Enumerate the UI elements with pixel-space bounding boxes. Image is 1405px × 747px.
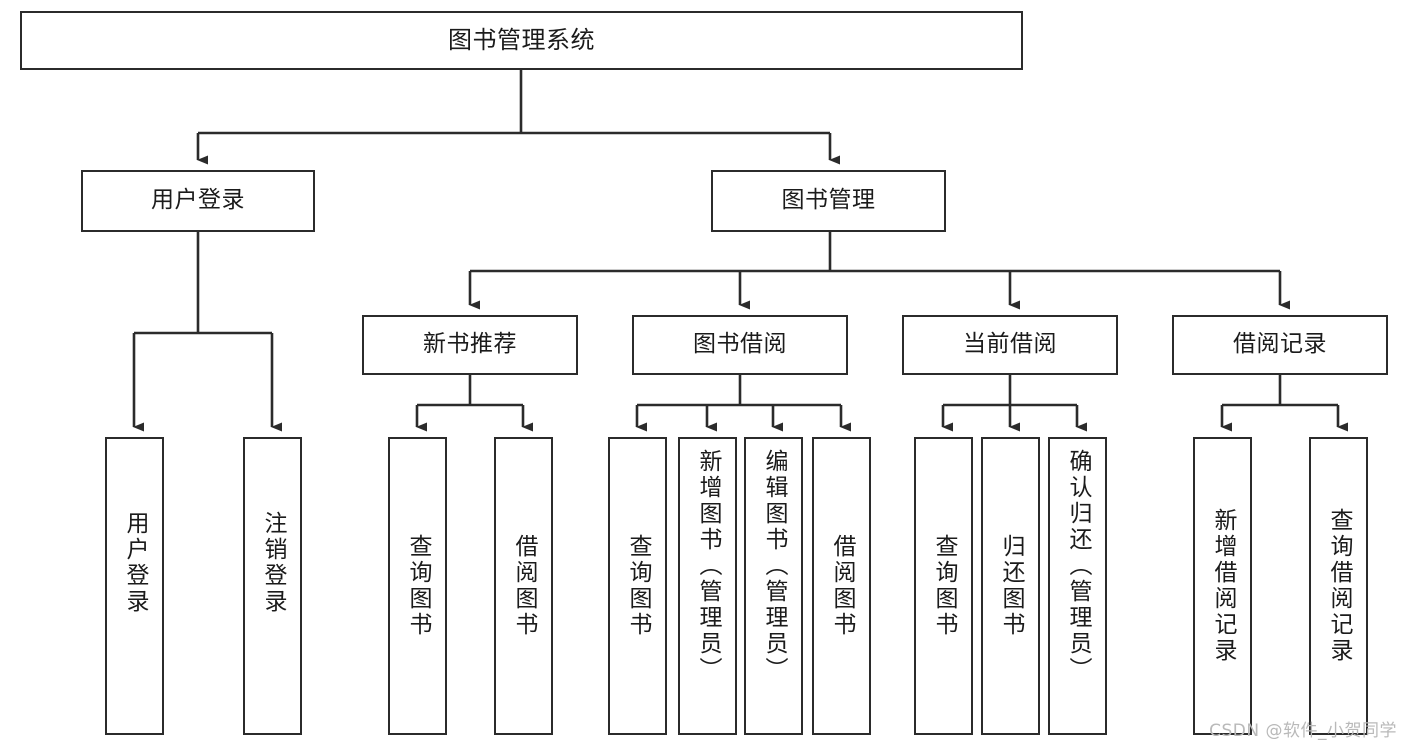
- node-new-book-recommend[interactable]: 新书推荐: [362, 315, 578, 375]
- node-leaf-borrow-book-1[interactable]: 借阅图书: [494, 437, 553, 735]
- node-label: 图书管理系统: [448, 26, 595, 55]
- node-label: 编辑图书（管理员）: [761, 449, 787, 683]
- node-label: 确认归还（管理员）: [1065, 449, 1091, 683]
- node-book-borrow[interactable]: 图书借阅: [632, 315, 848, 375]
- node-leaf-query-book-3[interactable]: 查询图书: [914, 437, 973, 735]
- node-leaf-confirm-return[interactable]: 确认归还（管理员）: [1048, 437, 1107, 735]
- node-root-book-management-system[interactable]: 图书管理系统: [20, 11, 1023, 70]
- node-leaf-borrow-book-2[interactable]: 借阅图书: [812, 437, 871, 735]
- node-label: 图书管理: [781, 187, 876, 214]
- node-current-borrow[interactable]: 当前借阅: [902, 315, 1118, 375]
- csdn-watermark: CSDN @软件_小贺同学: [1209, 721, 1397, 741]
- node-label: 归还图书: [998, 534, 1024, 638]
- node-leaf-user-login[interactable]: 用户登录: [105, 437, 164, 735]
- node-label: 新增借阅记录: [1210, 508, 1236, 664]
- node-label: 借阅图书: [511, 534, 537, 638]
- node-book-manage[interactable]: 图书管理: [711, 170, 946, 232]
- node-leaf-edit-book[interactable]: 编辑图书（管理员）: [744, 437, 803, 735]
- node-label: 注销登录: [260, 511, 286, 615]
- node-borrow-record[interactable]: 借阅记录: [1172, 315, 1388, 375]
- node-leaf-query-book-2[interactable]: 查询图书: [608, 437, 667, 735]
- node-label: 查询图书: [405, 534, 431, 638]
- node-label: 查询借阅记录: [1326, 508, 1352, 664]
- node-label: 图书借阅: [693, 331, 787, 358]
- node-leaf-return-book[interactable]: 归还图书: [981, 437, 1040, 735]
- node-leaf-add-record[interactable]: 新增借阅记录: [1193, 437, 1252, 735]
- node-label: 当前借阅: [963, 331, 1057, 358]
- node-label: 用户登录: [151, 187, 245, 214]
- node-label: 查询图书: [625, 534, 651, 638]
- node-label: 借阅记录: [1233, 331, 1327, 358]
- node-leaf-logout-login[interactable]: 注销登录: [243, 437, 302, 735]
- node-leaf-query-record[interactable]: 查询借阅记录: [1309, 437, 1368, 735]
- node-user-login[interactable]: 用户登录: [81, 170, 315, 232]
- node-leaf-add-book[interactable]: 新增图书（管理员）: [678, 437, 737, 735]
- node-label: 新书推荐: [423, 331, 517, 358]
- node-label: 新增图书（管理员）: [695, 449, 721, 683]
- node-label: 借阅图书: [829, 534, 855, 638]
- node-label: 查询图书: [931, 534, 957, 638]
- node-leaf-query-book-1[interactable]: 查询图书: [388, 437, 447, 735]
- node-label: 用户登录: [122, 511, 148, 615]
